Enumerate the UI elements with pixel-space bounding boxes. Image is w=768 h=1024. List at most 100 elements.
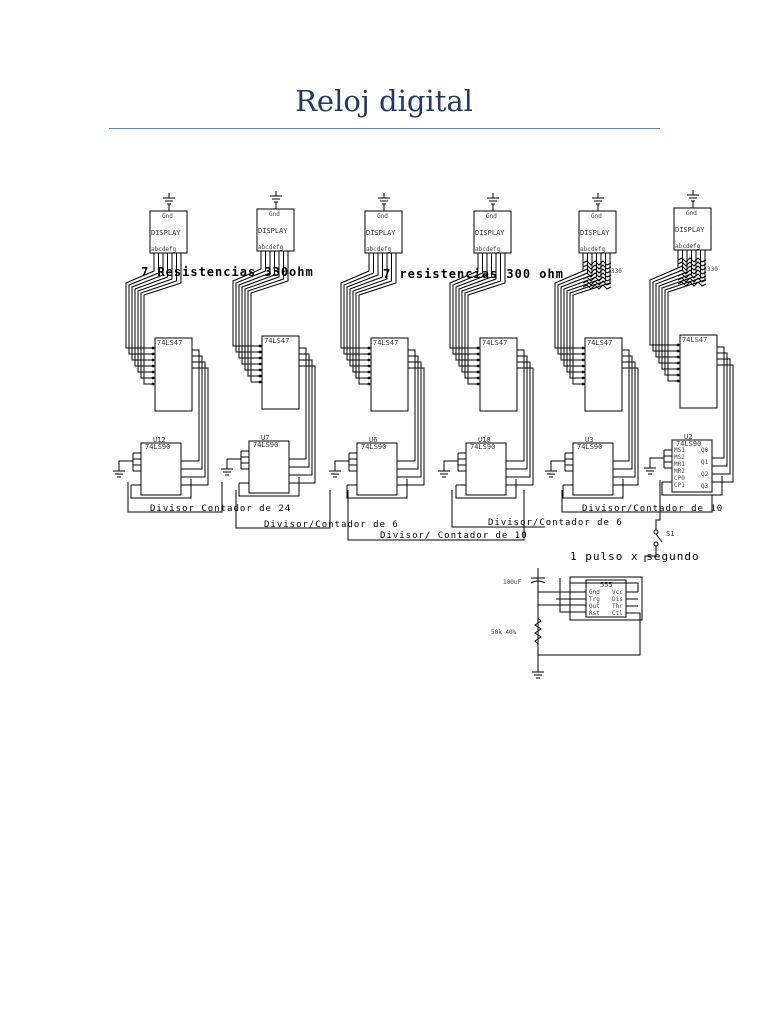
counter-part-label: 74LS90 — [253, 441, 278, 449]
divisor-label-6b: Divisor/Contador de 6 — [488, 518, 623, 528]
timer-pin-vcc: Vcc — [612, 589, 623, 596]
decoder-part-label: 74LS47 — [587, 339, 612, 347]
timer-555: 555 Gnd Trg Out Rst Vcc Dis Thr Ctl 100u… — [491, 568, 643, 679]
resistor-value-label-6: 330 — [707, 266, 718, 273]
decoder-6 — [679, 334, 718, 409]
u2-pin-mr2: MR2 — [674, 468, 685, 475]
decoder-3 — [370, 337, 409, 412]
divisor-bracket-6a: Divisor/Contador de 6 — [235, 490, 399, 530]
timer-part: 555 — [600, 581, 613, 589]
counter-part-label: 74LS90 — [361, 443, 386, 451]
counter-part-label: 74LS90 — [470, 443, 495, 451]
display-4 — [473, 210, 512, 254]
counter-4 — [465, 442, 507, 496]
counter-2 — [248, 440, 290, 494]
u2-pin-q0: Q0 — [701, 447, 709, 454]
display-1 — [149, 210, 188, 254]
counter-ref-label: U2 — [684, 433, 692, 441]
display-pins-label: abcdefg — [366, 246, 392, 253]
display-gnd-label: Gnd — [162, 213, 173, 220]
counter-part-label: 74LS90 — [145, 443, 170, 451]
decoder-part-label: 74LS47 — [264, 337, 289, 345]
display-gnd-label: Gnd — [686, 210, 697, 217]
counter-part-label: 74LS90 — [676, 440, 701, 448]
display-6 — [673, 207, 712, 251]
display-name-label: DISPLAY — [258, 227, 288, 235]
display-pins-label: abcdefg — [580, 246, 606, 253]
display-name-label: DISPLAY — [151, 229, 181, 237]
divisor-bracket-24: Divisor Contador de 24 — [127, 482, 291, 514]
decoder-part-label: 74LS47 — [482, 339, 507, 347]
divisor-label-10a: Divisor/ Contador de 10 — [380, 531, 528, 541]
divisor-bracket-10a: Divisor/ Contador de 10 — [347, 490, 528, 541]
title-divider — [109, 128, 660, 129]
switch-s1: S1 — [644, 480, 674, 562]
display-3 — [364, 210, 403, 254]
display-gnd-label: Gnd — [377, 213, 388, 220]
switch-label: S1 — [666, 530, 674, 538]
u2-pin-q1: Q1 — [701, 459, 709, 466]
display-name-label: DISPLAY — [580, 229, 610, 237]
u2-pin-q3: Q3 — [701, 483, 709, 490]
u2-pin-ms1: MS1 — [674, 447, 685, 454]
divisor-bracket-6b: Divisor/Contador de 6 — [451, 490, 623, 528]
counter-ref-label: U12 — [153, 436, 166, 444]
display-name-label: DISPLAY — [366, 229, 396, 237]
u2-pin-cp0: CP0 — [674, 475, 685, 482]
display-pins-label: abcdefg — [151, 246, 177, 253]
counter-part-label: 74LS90 — [577, 443, 602, 451]
divisor-label-6a: Divisor/Contador de 6 — [264, 520, 399, 530]
display-pins-label: abcdefg — [675, 243, 701, 250]
display-pins-label: abcdefg — [258, 244, 284, 251]
divisor-bracket-10b: Divisor/Contador de 10 — [561, 490, 723, 514]
potentiometer-label: 50k 40% — [491, 629, 517, 636]
timer-pin-out: Out — [589, 603, 600, 610]
u2-pin-q2: Q2 — [701, 471, 709, 478]
page-title: Reloj digital — [295, 84, 473, 118]
decoder-1 — [154, 337, 193, 412]
display-gnd-label: Gnd — [269, 211, 280, 218]
decoder-4 — [479, 337, 518, 412]
decoder-part-label: 74LS47 — [682, 336, 707, 344]
counter-3 — [356, 442, 398, 496]
u2-pin-ms2: MS2 — [674, 454, 685, 461]
display-name-label: DISPLAY — [475, 229, 505, 237]
counter-6 — [671, 439, 713, 493]
counter-5 — [572, 442, 614, 496]
timer-pin-ctl: Ctl — [612, 610, 623, 617]
divisor-label-24: Divisor Contador de 24 — [150, 504, 291, 514]
counter-ref-label: U3 — [585, 436, 593, 444]
decoder-part-label: 74LS47 — [157, 339, 182, 347]
capacitor-label: 100uF — [503, 579, 521, 586]
timer-pin-trg: Trg — [589, 596, 600, 603]
divisor-label-10b: Divisor/Contador de 10 — [582, 504, 723, 514]
timer-pin-dis: Dis — [612, 596, 623, 603]
decoder-5 — [584, 337, 623, 412]
timer-pin-thr: Thr — [612, 603, 623, 610]
u2-pin-mr1: MR1 — [674, 461, 685, 468]
decoder-2 — [261, 335, 300, 410]
counter-1 — [140, 442, 182, 496]
resistors-label-2: 7 resistencias 300 ohm — [383, 267, 564, 281]
timer-pin-gnd: Gnd — [589, 589, 600, 596]
u2-pin-cp1: CP1 — [674, 482, 685, 489]
timer-pin-rst: Rst — [589, 610, 600, 617]
display-gnd-label: Gnd — [486, 213, 497, 220]
display-gnd-label: Gnd — [591, 213, 602, 220]
resistor-value-label-5: 330 — [611, 268, 622, 275]
pulse-label: 1 pulso x segundo — [570, 550, 700, 563]
counter-ref-label: U7 — [261, 434, 269, 442]
display-name-label: DISPLAY — [675, 226, 705, 234]
display-5 — [578, 210, 617, 254]
resistors-label-1: 7 Resistencias 330ohm — [141, 265, 314, 279]
display-pins-label: abcdefg — [475, 246, 501, 253]
display-2 — [256, 208, 295, 252]
counter-ref-label: U10 — [478, 436, 491, 444]
